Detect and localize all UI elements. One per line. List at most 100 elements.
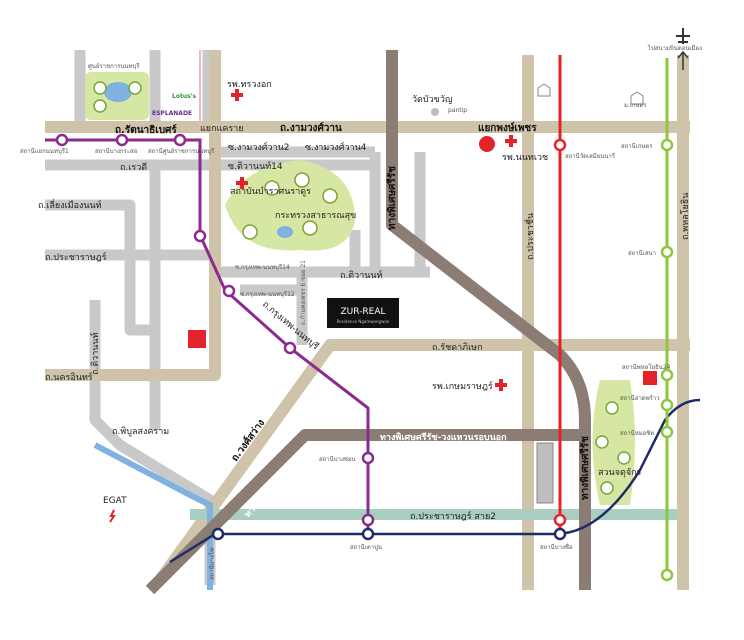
label-esplanade: ESPLANADE (152, 110, 192, 117)
label-bamrasnaradura: สถาบันบำราศนราดูร (230, 186, 311, 197)
chatuchak-logo-icon (643, 371, 657, 385)
label-pantip: pantip (448, 107, 467, 114)
purple-line (45, 138, 370, 534)
station-purple-7[interactable] (361, 451, 375, 465)
label-ratchadaphisek: ถ.รัชดาภิเษก (432, 342, 483, 353)
road-nakhon-inthon (45, 50, 221, 381)
station-green-4[interactable] (660, 398, 674, 412)
hospital-icon (505, 135, 517, 147)
road-chaeng-bypass (45, 199, 155, 336)
project-box (327, 298, 399, 328)
label-ministry: กระทรวงสาธารณสุข (275, 211, 356, 221)
station-purple-5[interactable] (222, 284, 236, 298)
label-hospital-chest: รพ.ทรวงอก (227, 80, 272, 90)
station-blue-3[interactable] (553, 527, 567, 541)
label-bypass: ถ.เลี่ยงเมืองนนท์ (38, 198, 102, 211)
station-label-purple-7: สถานีบางซ่อน (319, 455, 356, 463)
label-kaset: ม.เกษตร (624, 102, 647, 109)
tree-icons (93, 81, 631, 495)
road-ratchadaphisek (155, 339, 690, 584)
station-markers (55, 133, 674, 582)
label-ngamwongwan: ถ.งามวงศ์วาน (280, 122, 342, 134)
station-label-blue-1: สถานีบางโพ (208, 548, 216, 580)
station-purple-8[interactable] (361, 513, 375, 527)
station-purple-2[interactable] (115, 133, 129, 147)
label-lotus: Lotus's (172, 93, 196, 100)
station-green-3[interactable] (660, 368, 674, 382)
station-purple-1[interactable] (55, 133, 69, 147)
park-ministry (225, 160, 355, 251)
label-si-rat: ทางพิเศษศรีรัช (386, 166, 398, 230)
label-airport: ไปสนามบินดอนเมือง (647, 44, 702, 52)
tree-icon (93, 99, 107, 113)
tree-icon (322, 188, 338, 204)
label-soi-ngamwongwan2: ซ.งามวงศ์วาน2 (228, 141, 290, 153)
label-wat-bua-khwan: วัดบัวขวัญ (412, 95, 453, 105)
station-label-green-1: สถานีเกษตร (621, 142, 653, 150)
label-krungthep-14: ซ.กรุงเทพ-นนทบุรี14 (235, 263, 290, 271)
tree-icon (264, 180, 280, 196)
label-soi-ngamwongwan4: ซ.งามวงศ์วาน4 (305, 141, 367, 153)
station-purple-6[interactable] (283, 341, 297, 355)
label-chaeng-road: ถ.ติวานนท์ (89, 332, 101, 375)
university-icon (537, 83, 551, 97)
label-tiwanon: ถ.ติวานนท์ (340, 269, 383, 281)
hospital-icon (236, 177, 248, 189)
label-prachachuen: ถ.ประชาชื่น (523, 213, 536, 260)
station-label-green-3: สถานีพหลโยธิน24 (622, 363, 671, 371)
project-name: ZUR-REAL (341, 307, 386, 317)
station-green-1[interactable] (660, 138, 674, 152)
label-krungthep-12: ซ.กรุงเทพ-นนทบุรี12 (240, 290, 295, 298)
tree-icon (294, 172, 310, 188)
tree-icon (93, 81, 107, 95)
station-blue-2[interactable] (361, 527, 375, 541)
station-label-red-2: สถานีบางซื่อ (540, 543, 573, 551)
label-phahonyothin: ถ.พหลโยธิน (680, 193, 691, 240)
pond-ministry (277, 226, 293, 238)
project-subtitle: Residence Ngamwongwan (337, 319, 390, 324)
station-red-2[interactable] (553, 513, 567, 527)
station-red-1[interactable] (553, 138, 567, 152)
station-label-purple-2: สถานีบางกระสอ (95, 147, 138, 155)
expressway-si-rat-outer (145, 429, 590, 595)
label-pracharat-sai2: ถ.ประชาราษฎร์ สาย2 (410, 510, 496, 522)
hospital-markers (231, 89, 517, 391)
park-chatuchak (592, 380, 635, 505)
tree-icon (242, 224, 258, 240)
main-roads (45, 50, 690, 590)
label-rattanathibet: ถ.รัตนาธิเบศร์ (115, 124, 177, 136)
label-khae-rai: แยกแคราย (200, 124, 244, 134)
label-si-rat-outer: ทางพิเศษศรีรัช-วงแหวนรอบนอก (380, 432, 507, 443)
label-central-gov: ศูนย์ราชการนนทบุรี (88, 62, 140, 70)
station-label-green-4: สถานีลาดพร้าว (620, 394, 660, 402)
station-label-green-2: สถานีเสนา (628, 249, 656, 257)
tree-icon (605, 401, 619, 415)
station-label-purple-3: สถานีศูนย์ราชการนนทบุรี (148, 147, 215, 155)
tree-icon (595, 435, 609, 449)
station-green-6[interactable] (660, 568, 674, 582)
hospital-icon (495, 379, 507, 391)
station-blue-1[interactable] (211, 527, 225, 541)
station-label-purple-1: สถานีแยกนนทบุรี1 (20, 147, 69, 155)
nonthavej-logo-icon (479, 136, 495, 152)
canal (93, 442, 213, 590)
label-nonthavej: รพ.นนทเวช (502, 153, 548, 163)
label-soi-tiwanon14: ซ.ติวานนท์14 (228, 160, 283, 172)
station-purple-3[interactable] (173, 133, 187, 147)
north-arrow-icon (677, 50, 689, 70)
airplane-icon (676, 28, 690, 44)
label-phiboon: ถ.พิบูลสงคราม (112, 426, 169, 437)
tree-icon (600, 481, 614, 495)
university-icon (630, 91, 644, 105)
station-purple-4[interactable] (193, 229, 207, 243)
label-kamphaeng-phet6: ถ.กำแพงเพชร 6 ซอย 21 (300, 260, 307, 325)
temple-icon (431, 108, 439, 116)
tree-icon (617, 451, 631, 465)
road-pracharat-sai2 (190, 509, 677, 520)
label-rewadi: ถ.เรวดี (120, 162, 147, 173)
pond-central-gov (104, 82, 132, 102)
station-green-2[interactable] (660, 245, 674, 259)
station-green-5[interactable] (660, 425, 674, 439)
egat-icon (109, 509, 116, 523)
tree-icon (128, 81, 142, 95)
